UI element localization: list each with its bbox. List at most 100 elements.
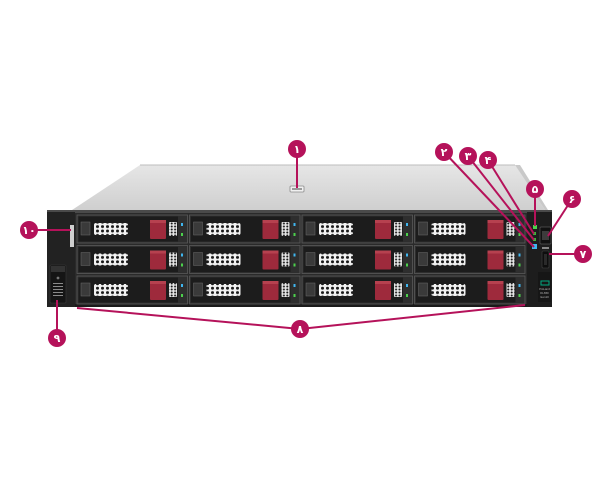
drive-label-icon xyxy=(418,282,428,297)
callout-1: ۱ xyxy=(288,140,306,158)
drive-activity-led xyxy=(406,253,408,257)
drive-side-grille xyxy=(394,283,402,297)
drive-latch-highlight xyxy=(375,220,391,223)
drive-label-icon xyxy=(418,252,428,266)
drive-release-latch[interactable] xyxy=(487,220,504,239)
top-cover-latch-slot xyxy=(292,188,302,190)
callout-badge-9 xyxy=(48,329,66,347)
model-plate xyxy=(538,272,551,302)
callout-number-6: ۶ xyxy=(569,193,576,206)
drive-release-latch[interactable] xyxy=(150,220,166,239)
drive-status-led xyxy=(406,233,408,236)
drive-label-icon xyxy=(193,282,203,297)
callout-badge-8 xyxy=(291,320,309,338)
drive-release-latch[interactable] xyxy=(150,281,166,300)
drive-vent-grille xyxy=(206,223,241,235)
drive-bay[interactable] xyxy=(414,275,526,305)
drive-label-icon xyxy=(305,252,316,266)
drive-bay[interactable] xyxy=(189,245,301,274)
drive-status-led xyxy=(518,263,521,267)
drive-latch-highlight xyxy=(487,220,504,223)
drive-bay[interactable] xyxy=(414,245,526,274)
callout-line-4 xyxy=(487,159,535,235)
drive-label-icon xyxy=(305,221,316,236)
drive-bay[interactable] xyxy=(189,275,301,305)
drive-bay[interactable] xyxy=(301,214,413,244)
callout-number-5: ۵ xyxy=(532,183,539,196)
drive-activity-led xyxy=(518,223,521,226)
drive-latch-highlight xyxy=(150,220,166,223)
drive-latch-highlight xyxy=(487,250,504,254)
drive-vent-grille xyxy=(431,284,466,296)
pull-tab-text-line xyxy=(53,292,63,293)
top-cover-surface xyxy=(72,165,545,210)
model-label-line-3: Gen10 xyxy=(540,295,549,299)
drive-side-grille xyxy=(506,283,515,297)
drive-status-led xyxy=(406,263,408,267)
drive-vent-grille xyxy=(206,284,241,296)
callout-number-2: ۲ xyxy=(441,146,448,159)
drive-vent-grille xyxy=(94,284,128,296)
callout-8: ۸ xyxy=(291,320,309,338)
drive-side-grille xyxy=(169,283,177,297)
drive-release-latch[interactable] xyxy=(150,250,166,270)
callout-4: ۴ xyxy=(479,151,497,169)
callout-badge-7 xyxy=(574,245,592,263)
drive-release-latch[interactable] xyxy=(487,250,504,270)
drive-release-latch[interactable] xyxy=(375,281,391,300)
callout-badge-3 xyxy=(459,147,477,165)
drive-vent-grille xyxy=(319,223,353,235)
drive-vent-grille xyxy=(94,223,128,235)
drive-release-latch[interactable] xyxy=(262,281,279,300)
usb-port-inner xyxy=(542,231,549,240)
model-label-line-1: ProLiant xyxy=(539,287,550,291)
display-port-label xyxy=(542,247,549,249)
drive-label-icon xyxy=(80,252,91,266)
drive-status-led xyxy=(181,263,183,267)
callout-badge-6 xyxy=(563,190,581,208)
drive-activity-led xyxy=(293,284,296,287)
rack-ear-left-handle xyxy=(70,225,74,247)
drive-latch-highlight xyxy=(487,281,504,284)
drive-release-latch[interactable] xyxy=(262,220,279,239)
drive-status-led xyxy=(181,233,183,236)
drive-label-icon xyxy=(305,282,316,297)
power-led xyxy=(533,225,537,229)
callout-badge-5 xyxy=(526,180,544,198)
display-port-inner xyxy=(544,254,547,265)
drive-label-icon xyxy=(80,282,91,297)
drive-bay[interactable] xyxy=(76,214,188,244)
drive-release-latch[interactable] xyxy=(375,250,391,270)
callout-number-4: ۴ xyxy=(485,154,492,167)
drive-activity-led xyxy=(181,284,183,287)
drive-release-latch[interactable] xyxy=(375,220,391,239)
callout-2: ۲ xyxy=(435,143,453,161)
drive-bay[interactable] xyxy=(414,214,526,244)
rack-ear-left xyxy=(47,212,75,307)
drive-side-grille xyxy=(281,222,290,236)
callout-7: ۷ xyxy=(574,245,592,263)
front-panel-bottom-edge xyxy=(47,304,552,307)
drive-vent-grille xyxy=(431,253,466,266)
callout-9: ۹ xyxy=(48,329,66,347)
callout-badge-1 xyxy=(288,140,306,158)
pull-tab-grip xyxy=(51,266,65,272)
drive-latch-highlight xyxy=(375,250,391,254)
callout-badge-2 xyxy=(435,143,453,161)
drive-side-grille xyxy=(169,222,177,236)
callout-badge-10 xyxy=(20,221,38,239)
callout-badge-4 xyxy=(479,151,497,169)
drive-bay[interactable] xyxy=(76,245,188,274)
drive-activity-led xyxy=(518,284,521,287)
drive-bay[interactable] xyxy=(301,245,413,274)
drive-bay[interactable] xyxy=(189,214,301,244)
drive-vent-grille xyxy=(206,253,241,266)
drive-status-led xyxy=(518,233,521,236)
rack-ear-right: ProLiant DL380 Gen10 xyxy=(527,212,552,307)
drive-bay[interactable] xyxy=(76,275,188,305)
drive-status-led xyxy=(293,263,296,267)
drive-release-latch[interactable] xyxy=(487,281,504,300)
drive-release-latch[interactable] xyxy=(262,250,279,270)
drive-bay[interactable] xyxy=(301,275,413,305)
